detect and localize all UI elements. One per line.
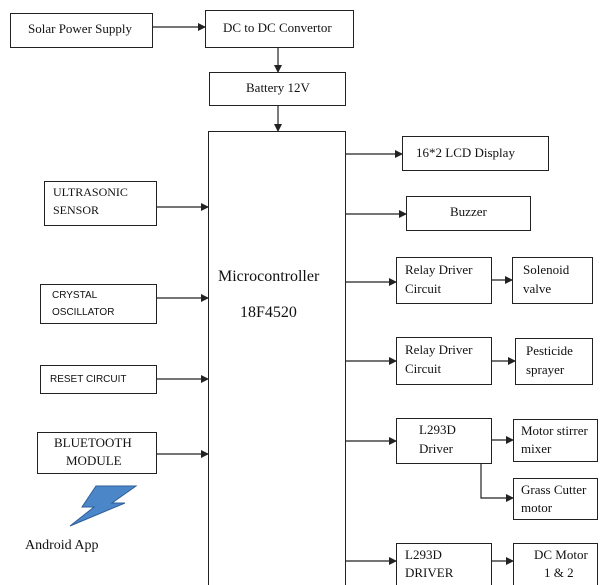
pesticide-label-1: Pesticide [526, 343, 573, 358]
solenoid-label-1: Solenoid [523, 262, 570, 277]
l293a-label-2: Driver [419, 441, 453, 456]
android-app-label: Android App [25, 538, 99, 553]
bt-label-1: BLUETOOTH [54, 435, 132, 450]
relay-driver-1-block: Relay Driver Circuit [396, 257, 492, 304]
bt-label-2: MODULE [66, 453, 122, 468]
mcu-title: Microcontroller [218, 268, 320, 285]
l293a-label-1: L293D [419, 422, 456, 437]
ultrasonic-label-2: SENSOR [53, 203, 100, 217]
buzzer-label: Buzzer [450, 204, 487, 219]
solenoid-label-2: valve [523, 281, 552, 296]
solar-power-supply-block: Solar Power Supply [10, 13, 153, 48]
lcd-label: 16*2 LCD Display [416, 145, 515, 160]
relay1-label-1: Relay Driver [405, 262, 473, 277]
l293b-label-1: L293D [405, 547, 442, 562]
reset-circuit-block: RESET CIRCUIT [40, 365, 157, 394]
lightning-icon [69, 485, 138, 527]
relay-driver-2-block: Relay Driver Circuit [396, 337, 492, 385]
lcd-display-block: 16*2 LCD Display [402, 136, 549, 171]
solenoid-valve-block: Solenoid valve [512, 257, 593, 304]
dcmotor-label-1: DC Motor [534, 547, 588, 562]
mcu-model: 18F4520 [240, 304, 297, 321]
dc-dc-convertor-block: DC to DC Convertor [205, 10, 354, 48]
relay1-label-2: Circuit [405, 281, 442, 296]
l293d-driver-1-block: L293D Driver [396, 418, 492, 464]
grass-label-2: motor [521, 500, 553, 515]
buzzer-block: Buzzer [406, 196, 531, 231]
crystal-oscillator-block: CRYSTAL OSCILLATOR [40, 284, 157, 324]
pesticide-sprayer-block: Pesticide sprayer [515, 338, 593, 385]
stirrer-label-1: Motor stirrer [521, 423, 588, 438]
ultrasonic-label-1: ULTRASONIC [53, 185, 128, 199]
crystal-label-2: OSCILLATOR [52, 307, 115, 318]
dcmotor-label-2: 1 & 2 [544, 565, 574, 580]
solar-label: Solar Power Supply [28, 21, 132, 36]
reset-label: RESET CIRCUIT [50, 374, 127, 385]
stirrer-label-2: mixer [521, 441, 552, 456]
dcdc-label: DC to DC Convertor [223, 20, 332, 35]
motor-stirrer-block: Motor stirrer mixer [513, 419, 598, 462]
grass-cutter-block: Grass Cutter motor [513, 478, 598, 520]
crystal-label-1: CRYSTAL [52, 290, 98, 301]
pesticide-label-2: sprayer [526, 362, 565, 377]
bluetooth-module-block: BLUETOOTH MODULE [37, 432, 157, 474]
microcontroller-block: Microcontroller 18F4520 [208, 131, 346, 585]
battery-block: Battery 12V [209, 72, 346, 106]
arrow-l293a-to-grass [480, 464, 514, 502]
ultrasonic-sensor-block: ULTRASONIC SENSOR [44, 181, 157, 226]
dc-motor-block: DC Motor 1 & 2 [513, 543, 598, 585]
relay2-label-2: Circuit [405, 361, 442, 376]
grass-label-1: Grass Cutter [521, 482, 587, 497]
battery-label: Battery 12V [246, 80, 310, 95]
relay2-label-1: Relay Driver [405, 342, 473, 357]
l293b-label-2: DRIVER [405, 565, 454, 580]
l293d-driver-2-block: L293D DRIVER [396, 543, 492, 585]
